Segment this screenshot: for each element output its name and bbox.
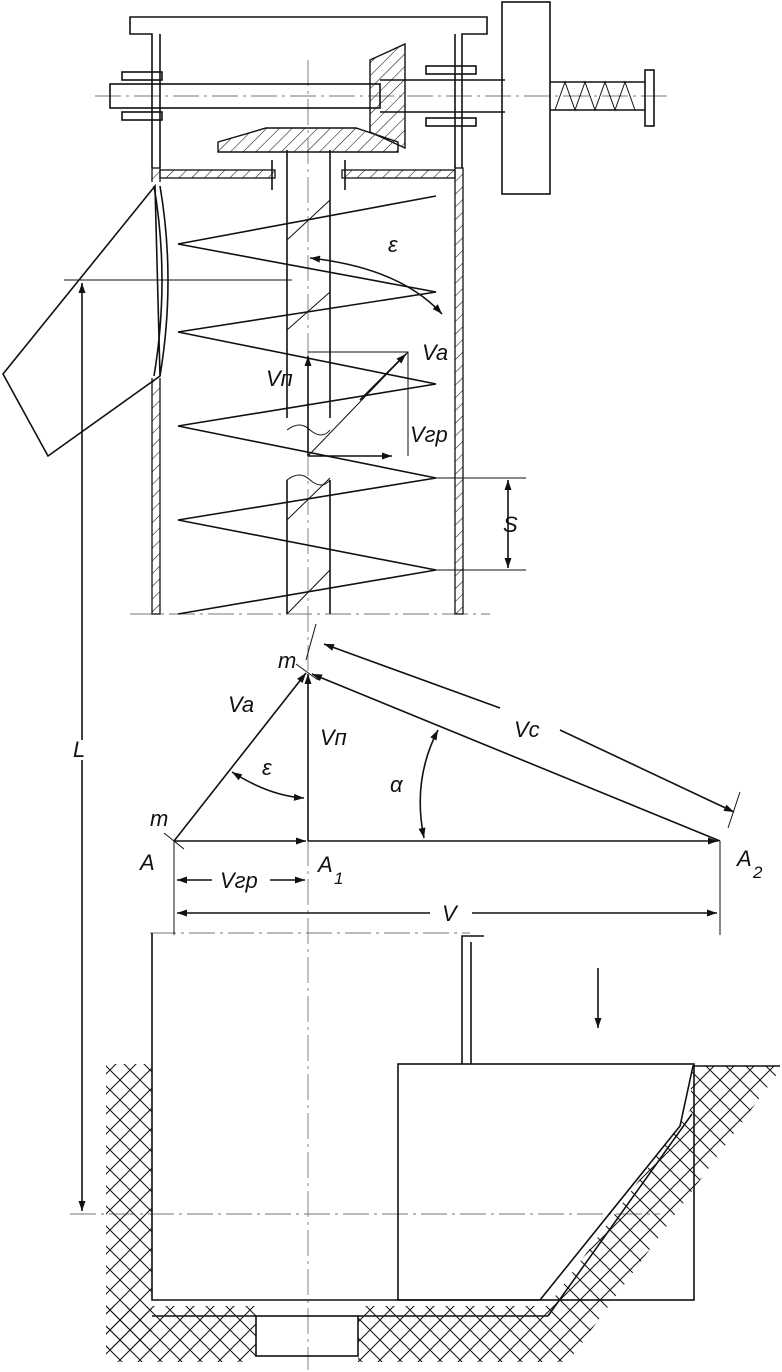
vn-tri-label: Vп xyxy=(320,725,347,750)
handwheel-clutch xyxy=(501,1,655,195)
epsilon-tri-arc xyxy=(231,771,305,801)
epsilon-tri-label: ε xyxy=(262,755,272,780)
bevel-gear-drive xyxy=(217,42,406,153)
drive-housing xyxy=(109,16,505,168)
va-tri-arrow xyxy=(173,672,307,842)
vn-top-label: Vп xyxy=(266,366,293,391)
length-label: L xyxy=(73,737,85,762)
intake-spout xyxy=(2,183,161,458)
m-left-label: m xyxy=(150,806,168,831)
vc-tri-arrow xyxy=(311,673,721,842)
epsilon-top-label: ε xyxy=(388,232,398,257)
length-dimension xyxy=(64,279,292,1211)
alpha-tri-arc xyxy=(418,729,439,839)
point-a-label: A xyxy=(138,850,155,875)
auger-flight xyxy=(177,195,437,615)
va-tri-label: Va xyxy=(228,692,254,717)
alpha-tri-label: α xyxy=(390,772,404,797)
epsilon-top-arc xyxy=(309,255,443,315)
vc-tri-label: Vc xyxy=(514,717,540,742)
point-a1-subscript: 1 xyxy=(334,869,343,888)
pitch-label: S xyxy=(503,512,518,537)
hopper-pit xyxy=(106,933,780,1362)
m-top-label: m xyxy=(278,648,296,673)
top-velocity-parallelogram xyxy=(304,255,443,460)
pitch-dimension xyxy=(436,477,526,571)
vgr-top-label: Vгр xyxy=(410,422,448,447)
va-top-label: Va xyxy=(422,340,448,365)
point-a2-subscript: 2 xyxy=(752,863,763,882)
point-a1-label: A xyxy=(316,852,333,877)
point-a2-label: A xyxy=(735,846,752,871)
velocity-triangle xyxy=(163,623,741,935)
va-top-arrow xyxy=(359,353,407,401)
v-total-label: V xyxy=(442,901,459,926)
vgr-tri-label: Vгр xyxy=(220,868,258,893)
